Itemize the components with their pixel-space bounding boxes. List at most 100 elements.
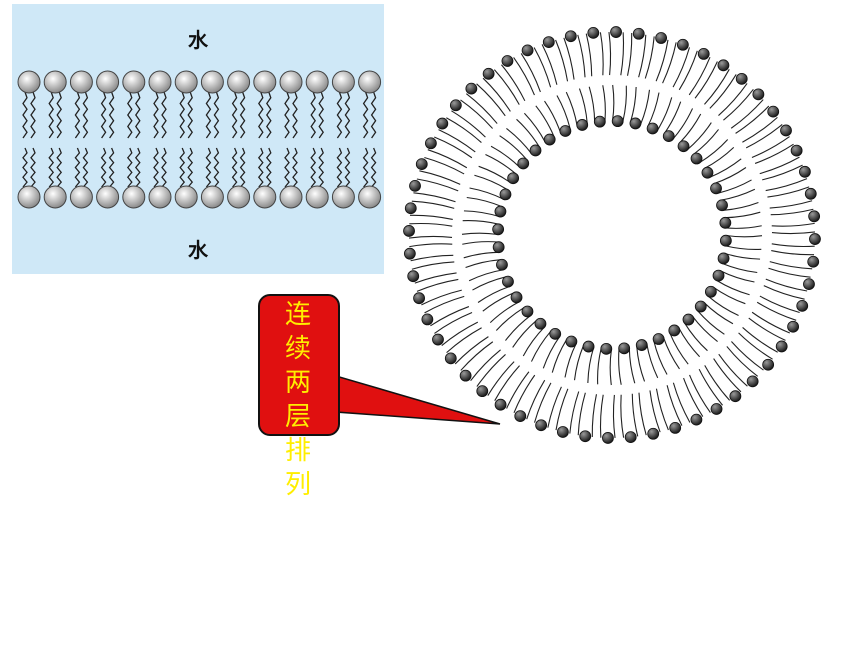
lipid-head <box>790 144 803 157</box>
lipid-head <box>174 185 198 209</box>
lipid-head <box>804 187 817 200</box>
lipid-head <box>521 305 534 318</box>
lipid-head <box>494 398 507 411</box>
lipid-head <box>807 255 820 268</box>
lipid-head <box>559 125 572 137</box>
lipid-head <box>17 185 41 209</box>
lipid-tail <box>771 243 815 248</box>
lipid-tail <box>318 91 324 139</box>
lipid-head <box>494 205 507 218</box>
lipid-head <box>624 431 637 444</box>
lipid-tail <box>694 61 718 99</box>
lipid-head <box>521 44 534 57</box>
lipid-tail <box>628 347 636 384</box>
lipid-tail <box>495 307 525 331</box>
lipid-head <box>43 70 67 94</box>
lipid-tail <box>587 347 595 384</box>
lipid-tail <box>533 382 552 423</box>
lipid-tail <box>691 315 718 342</box>
lipid-tail <box>771 249 815 256</box>
lipid-tail <box>478 165 511 184</box>
lipid-tail <box>231 147 238 188</box>
lipid-tail <box>692 129 719 156</box>
lipid-tail <box>678 50 698 91</box>
lipid-tail <box>723 201 759 211</box>
callout-box <box>258 294 340 436</box>
lipid-head <box>729 390 742 403</box>
lipid-head <box>476 385 489 398</box>
lipid-tail <box>769 200 813 209</box>
lipid-head <box>514 410 527 422</box>
lipid-tail <box>126 147 133 188</box>
lipid-head <box>602 432 614 444</box>
lipid-tail <box>555 39 569 82</box>
lipid-head <box>517 157 530 170</box>
lipid-tail <box>516 118 540 148</box>
lipid-head <box>492 223 505 236</box>
lipid-head <box>716 199 728 212</box>
lipid-tail <box>292 147 298 188</box>
water-bottom-label: 水 <box>188 238 208 262</box>
lipid-tail <box>649 390 661 433</box>
lipid-head <box>227 185 251 209</box>
lipid-head <box>358 185 382 209</box>
lipid-tail <box>751 136 790 158</box>
lipid-head <box>148 185 172 209</box>
lipid-tail <box>187 147 194 188</box>
lipid-tail <box>187 91 193 139</box>
lipid-tail <box>434 312 473 334</box>
lipid-tail <box>767 186 810 198</box>
lipid-head <box>646 122 659 135</box>
lipid-tail <box>179 147 186 188</box>
lipid-tail <box>544 100 562 134</box>
lipid-tail <box>723 88 754 121</box>
lipid-tail <box>292 91 298 139</box>
lipid-tail <box>731 341 764 371</box>
lipid-tail <box>530 330 552 362</box>
lipid-tail <box>134 147 141 188</box>
lipid-tail <box>205 147 212 188</box>
lipid-head <box>542 36 555 48</box>
lipid-head <box>611 115 624 128</box>
lipid-tail <box>179 91 185 139</box>
lipid-tail <box>411 200 455 209</box>
lipid-head <box>576 119 589 131</box>
lipid-tail <box>726 346 759 377</box>
lipid-tail <box>564 343 577 378</box>
lipid-tail <box>599 394 604 438</box>
lipid-tail <box>709 158 742 178</box>
lipid-tail <box>526 379 546 420</box>
lipid-tail <box>239 91 246 139</box>
lipid-head <box>409 179 421 192</box>
lipid-tail <box>472 276 507 291</box>
lipid-tail <box>608 31 612 76</box>
lipid-tail <box>644 36 655 79</box>
lipid-head <box>719 234 732 247</box>
lipid-tail <box>738 332 773 360</box>
lipid-tail <box>424 295 465 314</box>
lipid-tail <box>697 310 725 335</box>
lipid-head <box>403 225 415 237</box>
lipid-head <box>676 38 689 51</box>
lipid-head <box>610 26 622 38</box>
lipid-head <box>579 430 592 443</box>
lipid-head <box>496 258 508 271</box>
lipid-head <box>809 233 821 245</box>
lipid-tail <box>74 147 81 188</box>
lipid-tail <box>547 386 562 428</box>
lipid-tail <box>718 353 748 387</box>
lipid-head <box>635 339 648 351</box>
lipid-head <box>629 117 642 130</box>
lipid-head <box>735 72 748 85</box>
lipid-tail <box>678 327 701 358</box>
lipid-tail <box>683 377 704 417</box>
lipid-tail <box>284 91 290 139</box>
lipid-head <box>403 247 416 260</box>
lipid-tail <box>663 101 682 134</box>
lipid-head <box>96 70 120 94</box>
lipid-head <box>404 202 417 215</box>
lipid-head <box>618 342 631 355</box>
lipid-head <box>253 185 277 209</box>
lipid-head <box>510 291 523 304</box>
lipid-bilayer-diagram: 水 水 <box>12 4 384 274</box>
